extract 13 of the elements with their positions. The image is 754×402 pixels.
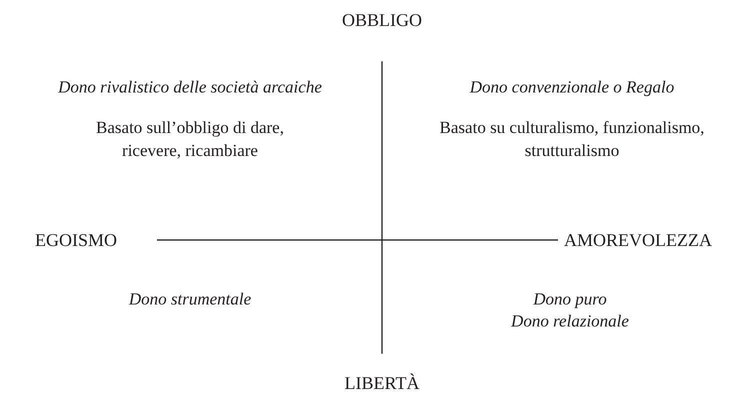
quadrant-title: Dono strumentale: [128, 288, 252, 311]
axis-line: [381, 61, 383, 354]
quadrant-title: Dono rivalistico delle società arcaiche: [57, 76, 323, 99]
axis-label: LIBERTÀ: [344, 372, 420, 394]
axis-label: EGOISMO: [35, 228, 117, 252]
axis-line: [157, 239, 558, 241]
axis-label: AMOREVOLEZZA: [564, 228, 712, 252]
quadrant-title: Dono convenzionale o Regalo: [468, 76, 676, 99]
quadrant-description: Basato su culturalismo, funzionalismo, strutturalismo: [438, 117, 706, 162]
quadrant-description: Basato sull’obbligo di dare, ricevere, ricambiare: [95, 117, 285, 162]
axis-label: OBBLIGO: [342, 8, 422, 32]
quadrant-title: Dono puro: [532, 288, 608, 311]
quadrant-title: Dono relazionale: [510, 310, 630, 333]
